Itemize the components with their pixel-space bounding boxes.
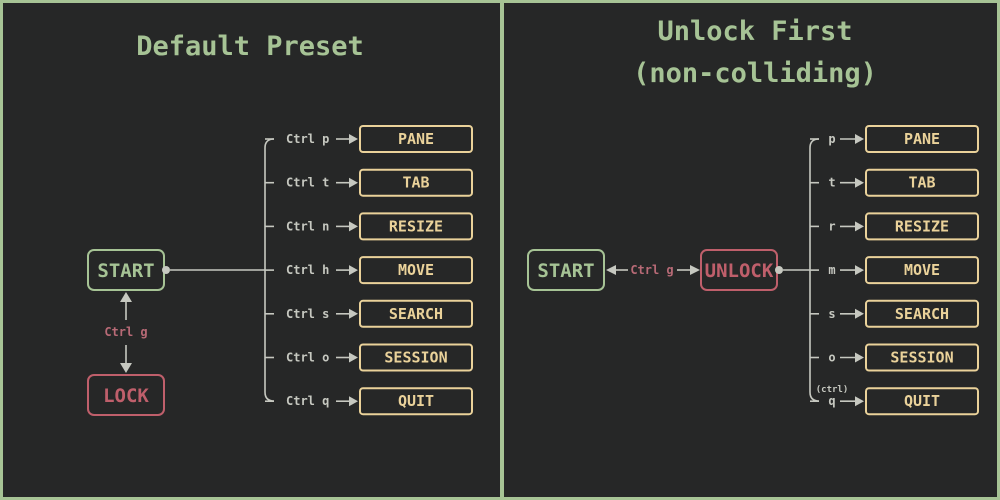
- binding-row: Ctrl s SEARCH: [265, 299, 473, 328]
- binding-key: Ctrl t: [286, 176, 329, 190]
- mode-box: [865, 299, 979, 328]
- mode-box: [865, 343, 979, 372]
- start-connector: [162, 266, 170, 274]
- binding-key: Ctrl h: [286, 263, 329, 277]
- toggle-key-label: Ctrl g: [104, 325, 147, 339]
- binding-key: Ctrl n: [286, 219, 329, 233]
- unlock-label: UNLOCK: [705, 260, 774, 282]
- binding-arrowhead: [349, 134, 358, 144]
- default-preset-title: Default Preset: [136, 31, 364, 62]
- binding-row: t TAB: [810, 168, 979, 197]
- unlock-first-title: Unlock First: [657, 16, 852, 47]
- mode-box: [359, 125, 473, 153]
- unlock-first-diagram: Unlock First (non-colliding) START Ctrl …: [527, 16, 979, 416]
- mode-label: QUIT: [398, 392, 434, 410]
- binding-key: s: [828, 307, 835, 321]
- mode-box: [359, 168, 473, 197]
- binding-row: Ctrl n RESIZE: [265, 212, 473, 241]
- mode-box: [359, 299, 473, 328]
- unlock-first-panel: Unlock First (non-colliding) START Ctrl …: [501, 0, 1000, 500]
- mode-label: PANE: [904, 130, 940, 148]
- binding-key: o: [828, 351, 835, 365]
- mode-label: TAB: [908, 174, 935, 192]
- binding-key: q: [828, 394, 835, 408]
- binding-arrowhead: [349, 396, 358, 407]
- binding-arrowhead: [855, 265, 864, 276]
- mode-box: [359, 212, 473, 241]
- binding-arrowhead: [855, 221, 864, 232]
- toggle-arrow-right: [690, 265, 700, 275]
- binding-arrowhead: [349, 352, 358, 363]
- default-preset-diagram: Default Preset START LOCK Ctrl g Ctrl p P…: [87, 31, 473, 416]
- binding-key: Ctrl q: [286, 394, 329, 408]
- mode-label: MOVE: [904, 261, 940, 279]
- mode-box: [865, 125, 979, 153]
- binding-row: Ctrl p PANE: [265, 125, 473, 153]
- binding-row: m MOVE: [810, 256, 979, 285]
- binding-key: Ctrl o: [286, 351, 329, 365]
- unlock-first-subtitle: (non-colliding): [633, 58, 877, 89]
- mode-box: [865, 256, 979, 285]
- mode-label: PANE: [398, 130, 434, 148]
- toggle-arrow-left: [606, 265, 616, 275]
- toggle-arrow-up: [120, 292, 132, 302]
- start-label: START: [97, 260, 154, 282]
- mode-box: [865, 212, 979, 241]
- mode-label: SEARCH: [895, 305, 949, 323]
- toggle-arrow-down: [120, 363, 132, 373]
- mode-label: RESIZE: [389, 217, 443, 235]
- binding-row: Ctrl t TAB: [265, 168, 473, 197]
- binding-key: r: [828, 219, 835, 233]
- mode-box: [359, 256, 473, 285]
- binding-row: Ctrl h MOVE: [265, 256, 473, 285]
- mode-label: SEARCH: [389, 305, 443, 323]
- binding-key: p: [828, 132, 835, 146]
- binding-row: o SESSION: [810, 343, 979, 372]
- default-preset-panel: Default Preset START LOCK Ctrl g Ctrl p P…: [0, 0, 503, 500]
- binding-arrowhead: [855, 396, 864, 407]
- binding-arrowhead: [349, 221, 358, 232]
- binding-arrowhead: [349, 308, 358, 319]
- mode-box: [359, 343, 473, 372]
- binding-arrowhead: [855, 308, 864, 319]
- binding-row: q QUIT: [810, 387, 979, 416]
- binding-row: p PANE: [810, 125, 979, 153]
- binding-row: Ctrl q QUIT: [265, 387, 473, 416]
- mode-label: TAB: [402, 174, 429, 192]
- binding-arrowhead: [855, 134, 864, 144]
- binding-row: Ctrl o SESSION: [265, 343, 473, 372]
- binding-key: Ctrl s: [286, 307, 329, 321]
- unlock-connector: [775, 266, 783, 274]
- mode-label: MOVE: [398, 261, 434, 279]
- lock-node: [87, 374, 165, 416]
- quit-ctrl-note: (ctrl): [816, 385, 849, 395]
- mode-label: SESSION: [890, 349, 953, 367]
- mode-box: [865, 168, 979, 197]
- binding-arrowhead: [855, 177, 864, 188]
- mode-label: SESSION: [384, 349, 447, 367]
- mode-label: RESIZE: [895, 217, 949, 235]
- binding-list: Ctrl p PANE Ctrl t TAB Ctrl n RESIZE Ctrl h MOV…: [265, 125, 473, 416]
- mode-label: QUIT: [904, 392, 940, 410]
- toggle-key-label: Ctrl g: [630, 263, 673, 277]
- mode-box: [865, 387, 979, 416]
- binding-key: t: [828, 176, 835, 190]
- binding-arrowhead: [855, 352, 864, 363]
- binding-arrowhead: [349, 177, 358, 188]
- binding-list: p PANE t TAB r RESIZE m MOVE s SEARCH o SESSION q QUI…: [810, 125, 979, 416]
- binding-arrowhead: [349, 265, 358, 276]
- binding-key: m: [828, 263, 835, 277]
- start-label: START: [537, 260, 594, 282]
- mode-box: [359, 387, 473, 416]
- start-node: [527, 249, 605, 291]
- binding-row: s SEARCH: [810, 299, 979, 328]
- lock-label: LOCK: [103, 385, 149, 407]
- binding-key: Ctrl p: [286, 132, 329, 146]
- binding-row: r RESIZE: [810, 212, 979, 241]
